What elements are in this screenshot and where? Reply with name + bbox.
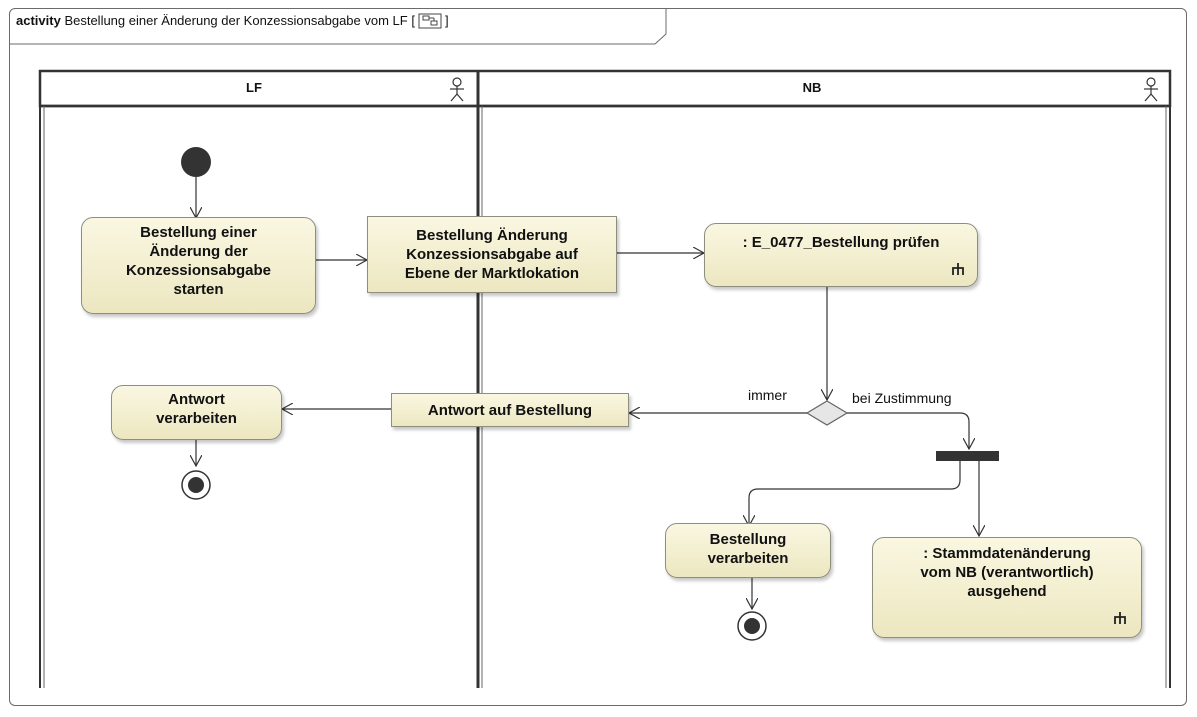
guard-always: immer bbox=[748, 387, 787, 403]
frame-tab bbox=[9, 8, 667, 45]
action-start-order-line: Konzessionsabgabe bbox=[125, 262, 272, 279]
call-behavior-rake-icon bbox=[952, 263, 964, 275]
call-behavior-rake-icon bbox=[1114, 612, 1126, 624]
frame-bracket-open: [ bbox=[411, 13, 415, 28]
action-process-answer-line: verarbeiten bbox=[156, 410, 237, 427]
action-process-order[interactable]: Bestellung verarbeiten bbox=[665, 523, 831, 578]
flow-fork-to-process-order bbox=[749, 461, 961, 526]
action-master-data-line: ausgehend bbox=[967, 583, 1047, 600]
action-check-order[interactable]: : E_0477_Bestellung prüfen bbox=[704, 223, 978, 287]
action-check-order-label: : E_0477_Bestellung prüfen bbox=[742, 234, 940, 251]
flow-decision-to-fork bbox=[847, 412, 969, 449]
action-process-answer[interactable]: Antwort verarbeiten bbox=[111, 385, 282, 440]
action-master-data-line: : Stammdatenänderung bbox=[923, 545, 1091, 562]
frame-bracket-close: ] bbox=[444, 13, 449, 28]
diagram-type-icon bbox=[418, 13, 442, 29]
action-start-order-line: Änderung der bbox=[149, 243, 248, 260]
object-answer[interactable]: Antwort auf Bestellung bbox=[391, 393, 629, 427]
object-order-change[interactable]: Bestellung Änderung Konzessionsabgabe au… bbox=[367, 216, 617, 293]
actor-icon-lf bbox=[450, 77, 464, 102]
action-start-order-line: Bestellung einer bbox=[140, 224, 257, 241]
action-start-order[interactable]: Bestellung einer Änderung der Konzession… bbox=[81, 217, 316, 314]
final-node-nb bbox=[737, 611, 767, 641]
object-order-change-line: Ebene der Marktlokation bbox=[404, 265, 580, 282]
lane-header-lf: LF bbox=[246, 80, 262, 95]
object-order-change-line: Konzessionsabgabe auf bbox=[406, 246, 578, 263]
action-master-data-change[interactable]: : Stammdatenänderung vom NB (verantwortl… bbox=[872, 537, 1142, 638]
frame-name: Bestellung einer Änderung der Konzession… bbox=[64, 13, 408, 28]
guard-on-approval: bei Zustimmung bbox=[852, 390, 952, 406]
object-order-change-line: Bestellung Änderung bbox=[416, 227, 568, 244]
object-answer-label: Antwort auf Bestellung bbox=[427, 401, 593, 419]
action-process-order-line: verarbeiten bbox=[707, 550, 789, 567]
action-process-order-line: Bestellung bbox=[709, 531, 787, 548]
decision-node bbox=[805, 400, 849, 426]
frame-title: activity Bestellung einer Änderung der K… bbox=[16, 12, 449, 30]
action-master-data-line: vom NB (verantwortlich) bbox=[920, 564, 1094, 581]
actor-icon-nb bbox=[1144, 77, 1158, 102]
fork-bar bbox=[936, 451, 999, 461]
frame-keyword: activity bbox=[16, 13, 61, 28]
lane-header-nb: NB bbox=[802, 80, 822, 95]
action-process-answer-line: Antwort bbox=[168, 391, 225, 408]
action-start-order-line: starten bbox=[173, 281, 224, 298]
initial-node bbox=[181, 147, 211, 177]
final-node-lf bbox=[181, 470, 211, 500]
